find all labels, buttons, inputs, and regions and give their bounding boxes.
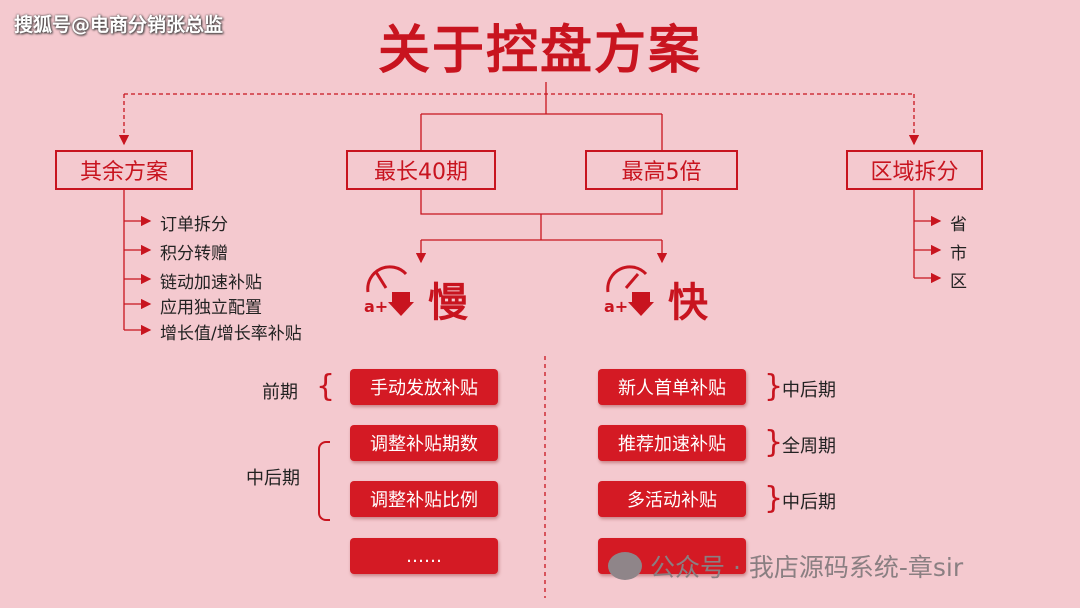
watermark-top: 搜狐号@电商分销张总监 bbox=[14, 14, 224, 36]
slow-item: 调整补贴比例 bbox=[350, 481, 498, 517]
region-item: 市 bbox=[950, 244, 967, 264]
gauge-fast-icon: a+ bbox=[604, 265, 654, 316]
svg-text:a+: a+ bbox=[364, 297, 388, 316]
wechat-icon bbox=[608, 552, 642, 580]
fast-item: 推荐加速补贴 bbox=[598, 425, 746, 461]
brace-icon: } bbox=[764, 369, 784, 404]
box-longest-periods: 最长40期 bbox=[346, 150, 496, 190]
slow-item: 手动发放补贴 bbox=[350, 369, 498, 405]
other-item: 订单拆分 bbox=[160, 215, 228, 235]
region-item: 省 bbox=[950, 215, 967, 235]
other-item: 积分转赠 bbox=[160, 244, 228, 264]
fast-item: 新人首单补贴 bbox=[598, 369, 746, 405]
region-item: 区 bbox=[950, 272, 967, 292]
fast-phase: 中后期 bbox=[782, 380, 836, 401]
brace-icon bbox=[318, 441, 330, 521]
fast-item: 多活动补贴 bbox=[598, 481, 746, 517]
slow-label: 慢 bbox=[428, 280, 468, 326]
other-item: 链动加速补贴 bbox=[160, 273, 262, 293]
slow-more: …… bbox=[350, 538, 498, 574]
fast-phase: 中后期 bbox=[782, 492, 836, 513]
fast-phase: 全周期 bbox=[782, 436, 836, 457]
brace-icon: } bbox=[764, 425, 784, 460]
brace-icon: { bbox=[316, 369, 336, 404]
box-region-split: 区域拆分 bbox=[846, 150, 983, 190]
other-item: 应用独立配置 bbox=[160, 298, 262, 318]
watermark-bottom: 公众号 · 我店源码系统-章sir bbox=[608, 548, 963, 584]
page-title: 关于控盘方案 bbox=[377, 21, 702, 81]
fast-label: 快 bbox=[668, 280, 708, 326]
gauge-slow-icon: a+ bbox=[364, 265, 414, 316]
box-other-plans: 其余方案 bbox=[55, 150, 193, 190]
phase-label-mid-late: 中后期 bbox=[246, 468, 300, 489]
phase-label-early: 前期 bbox=[262, 382, 298, 403]
svg-text:a+: a+ bbox=[604, 297, 628, 316]
other-item: 增长值/增长率补贴 bbox=[160, 324, 302, 344]
box-highest-multiple: 最高5倍 bbox=[585, 150, 738, 190]
watermark-bottom-text: 公众号 · 我店源码系统-章sir bbox=[650, 553, 964, 582]
slow-item: 调整补贴期数 bbox=[350, 425, 498, 461]
brace-icon: } bbox=[764, 481, 784, 516]
